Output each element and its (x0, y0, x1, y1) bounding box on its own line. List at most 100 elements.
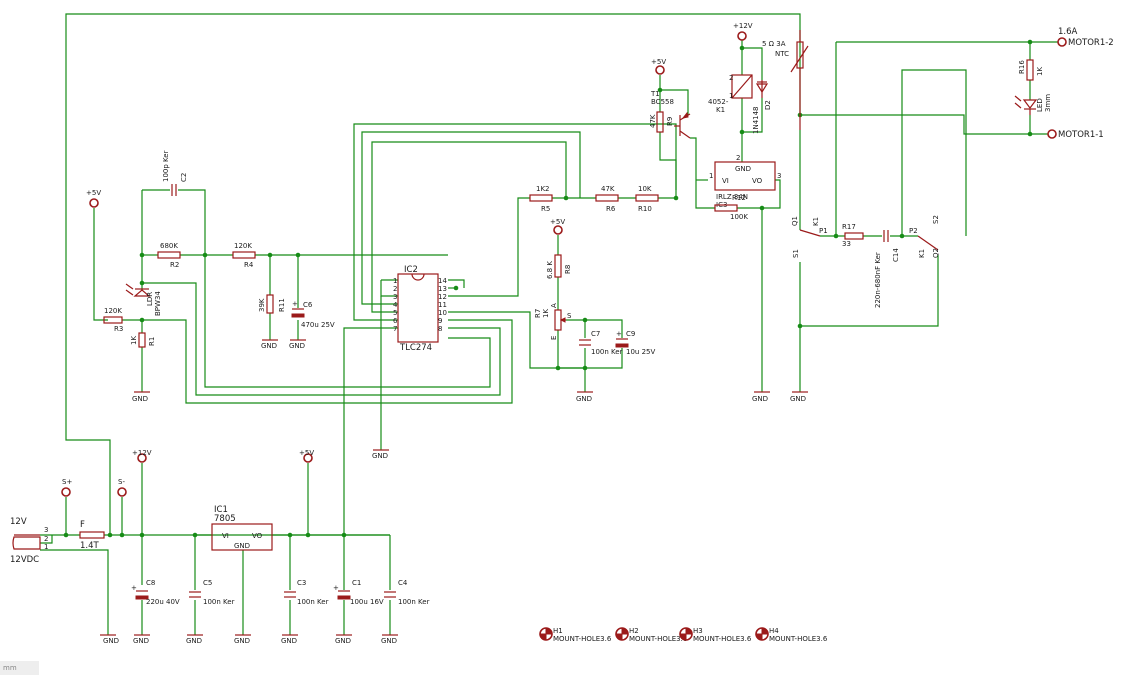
svg-text:5 Ω 3A: 5 Ω 3A (762, 40, 786, 48)
resistor-r6[interactable]: 47K R6 (595, 185, 619, 213)
led[interactable]: LED 3mm (1014, 94, 1052, 115)
capacitor-c4[interactable]: C4 100n Ker (384, 579, 430, 606)
svg-text:C3: C3 (297, 579, 306, 587)
capacitor-c9[interactable]: + C9 10u 25V (615, 330, 655, 356)
svg-text:R12: R12 (732, 194, 746, 202)
svg-text:11: 11 (438, 301, 447, 309)
svg-text:12: 12 (438, 293, 447, 301)
resistor-r16[interactable]: R16 1K (1018, 59, 1044, 81)
svg-text:GND: GND (790, 395, 806, 403)
svg-text:+: + (131, 584, 137, 592)
svg-text:C14: C14 (892, 248, 900, 262)
transistor-t1[interactable]: T1 BC558 (650, 90, 691, 139)
capacitor-c6[interactable]: + C6 470u 25V (291, 300, 335, 329)
svg-text:1K: 1K (542, 309, 550, 318)
resistor-r1[interactable]: 1K R1 (130, 332, 156, 348)
resistor-r12[interactable]: R12 100K (714, 194, 748, 221)
svg-text:100n Ker: 100n Ker (203, 598, 235, 606)
svg-text:D2: D2 (764, 100, 772, 110)
potentiometer-r7[interactable]: R7 1K A E S (534, 303, 572, 340)
supply-plus5v-t1: +5V (651, 58, 666, 75)
svg-text:+5V: +5V (299, 449, 314, 457)
svg-text:LDR: LDR (146, 292, 154, 306)
power-jack[interactable]: 12V 12VDC 3 2 1 (10, 517, 48, 565)
test-point-s-plus[interactable]: S+ (61, 478, 72, 497)
capacitor-c2[interactable]: 100p Ker C2 (162, 150, 188, 196)
capacitor-c8[interactable]: + C8 220u 40V (131, 579, 180, 606)
capacitor-c5[interactable]: C5 100n Ker (189, 579, 235, 606)
svg-text:Q1: Q1 (791, 216, 799, 226)
svg-text:GND: GND (261, 342, 277, 350)
svg-text:33: 33 (842, 240, 851, 248)
svg-text:MOUNT-HOLE3.6: MOUNT-HOLE3.6 (693, 635, 752, 643)
svg-text:+5V: +5V (651, 58, 666, 66)
svg-text:7: 7 (393, 325, 397, 333)
svg-text:Q2: Q2 (932, 248, 940, 258)
svg-text:MOTOR1-2: MOTOR1-2 (1068, 38, 1114, 48)
svg-text:IC2: IC2 (404, 265, 418, 275)
diode-d2[interactable]: D2 1N4148 (752, 80, 772, 134)
motor-terminal-1-1[interactable]: MOTOR1-1 (1047, 129, 1104, 140)
supply-plus12v-relay: +12V (733, 22, 753, 41)
svg-text:100n Ker: 100n Ker (398, 598, 430, 606)
svg-text:120K: 120K (234, 242, 252, 250)
svg-text:4: 4 (393, 301, 398, 309)
svg-text:K1: K1 (716, 106, 725, 114)
svg-text:R6: R6 (606, 205, 616, 213)
svg-text:C4: C4 (398, 579, 408, 587)
svg-text:T1: T1 (650, 90, 660, 98)
supply-plus5v-reg: +5V (299, 449, 314, 463)
capacitor-c7[interactable]: C7 100n Ker (579, 330, 623, 356)
resistor-r10[interactable]: 10K R10 (635, 185, 659, 213)
svg-text:BC558: BC558 (651, 98, 674, 106)
svg-text:P2: P2 (909, 227, 918, 235)
svg-text:5: 5 (393, 309, 397, 317)
svg-text:H2: H2 (629, 627, 639, 635)
capacitor-c3[interactable]: C3 100n Ker (284, 579, 329, 606)
mount-hole-h4[interactable]: H4 MOUNT-HOLE3.6 (755, 627, 828, 643)
svg-text:680K: 680K (160, 242, 178, 250)
svg-text:120K: 120K (104, 307, 122, 315)
svg-text:K1: K1 (812, 217, 820, 226)
ic2-opamp[interactable]: IC2 TLC274 1 2 3 4 5 6 7 14 13 12 11 10 … (393, 265, 447, 353)
svg-text:7805: 7805 (214, 514, 236, 524)
svg-text:2: 2 (393, 285, 397, 293)
resistor-r2[interactable]: 680K R2 (157, 242, 181, 269)
fuse-f[interactable]: F 1.4T (79, 520, 105, 551)
relay-coil-k1[interactable]: 2 1 4052- K1 (708, 74, 753, 114)
capacitor-c14[interactable]: C14 220n-680nF Ker (874, 230, 900, 308)
svg-text:100K: 100K (730, 213, 748, 221)
thermistor-ntc[interactable]: 5 Ω 3A NTC (762, 30, 809, 130)
resistor-r11[interactable]: 39K R11 (258, 294, 286, 314)
svg-text:IRLZ 34N: IRLZ 34N (716, 193, 748, 201)
motor-terminal-1-2[interactable]: 1.6A MOTOR1-2 (1057, 27, 1114, 48)
relay-contacts-k1[interactable]: Q1 K1 S1 P1 P2 S2 K1 Q2 (791, 215, 940, 258)
svg-text:GND: GND (234, 637, 250, 645)
mount-hole-h3[interactable]: H3 MOUNT-HOLE3.6 (679, 627, 752, 643)
mount-hole-h2[interactable]: H2 MOUNT-HOLE3.6 (615, 627, 688, 643)
test-point-s-minus[interactable]: S- (117, 478, 127, 497)
svg-text:TLC274: TLC274 (399, 343, 432, 353)
resistor-r17[interactable]: R17 33 (842, 223, 864, 248)
capacitor-c1[interactable]: + C1 100u 16V (333, 579, 384, 606)
resistor-r3[interactable]: 120K R3 (103, 307, 123, 333)
ldr-photodiode[interactable]: LDR BPW34 (125, 283, 162, 316)
svg-text:GND: GND (234, 542, 250, 550)
ic1-regulator[interactable]: IC1 7805 VI VO GND (211, 505, 273, 551)
svg-text:2: 2 (729, 74, 733, 82)
svg-text:C7: C7 (591, 330, 600, 338)
svg-text:BPW34: BPW34 (154, 291, 162, 316)
svg-text:VI: VI (722, 177, 729, 185)
svg-text:R7: R7 (534, 309, 542, 318)
svg-text:GND: GND (752, 395, 768, 403)
svg-text:47K: 47K (601, 185, 615, 193)
resistor-r8[interactable]: 6.8 K R8 (546, 254, 572, 279)
svg-text:1: 1 (393, 277, 397, 285)
svg-text:R10: R10 (638, 205, 652, 213)
mount-hole-h1[interactable]: H1 MOUNT-HOLE3.6 (539, 627, 612, 643)
resistor-r5[interactable]: 1K2 R5 (529, 185, 553, 213)
svg-text:+12V: +12V (132, 449, 152, 457)
resistor-r4[interactable]: 120K R4 (232, 242, 256, 269)
resistor-r9[interactable]: 47K R9 (649, 111, 674, 133)
